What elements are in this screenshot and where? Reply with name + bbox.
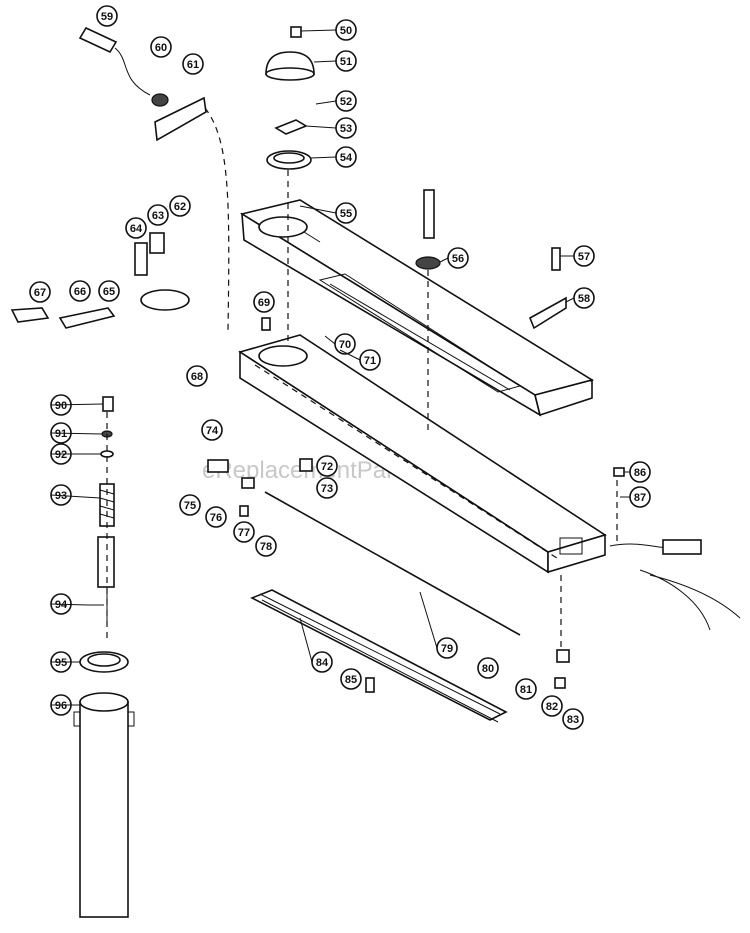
svg-text:92: 92	[55, 449, 67, 461]
callout-69: 69	[253, 291, 275, 313]
callout-63: 63	[147, 204, 169, 226]
callout-70: 70	[334, 333, 356, 355]
callout-58: 58	[573, 287, 595, 309]
callout-81: 81	[515, 678, 537, 700]
svg-text:52: 52	[340, 96, 352, 108]
svg-text:77: 77	[238, 527, 250, 539]
svg-text:64: 64	[130, 223, 143, 235]
callout-65: 65	[98, 280, 120, 302]
svg-text:84: 84	[316, 657, 329, 669]
callout-64: 64	[125, 217, 147, 239]
callout-71: 71	[359, 349, 381, 371]
cord-plug	[78, 26, 230, 331]
callout-68: 68	[186, 365, 208, 387]
svg-text:63: 63	[152, 210, 164, 222]
svg-text:71: 71	[364, 355, 376, 367]
callout-79: 79	[436, 637, 458, 659]
callout-60: 60	[150, 36, 172, 58]
small-parts	[207, 189, 625, 693]
callout-74: 74	[201, 419, 223, 441]
callout-78: 78	[255, 535, 277, 557]
svg-text:94: 94	[55, 599, 68, 611]
svg-text:78: 78	[260, 541, 272, 553]
callout-87: 87	[629, 486, 651, 508]
callout-61: 61	[182, 53, 204, 75]
svg-text:59: 59	[101, 11, 113, 23]
svg-text:96: 96	[55, 700, 67, 712]
callout-84: 84	[311, 651, 333, 673]
svg-text:82: 82	[546, 701, 558, 713]
svg-text:54: 54	[340, 152, 353, 164]
callout-85: 85	[340, 668, 362, 690]
svg-text:67: 67	[34, 287, 46, 299]
callout-53: 53	[335, 117, 357, 139]
callout-82: 82	[541, 695, 563, 717]
svg-text:69: 69	[258, 297, 270, 309]
svg-text:65: 65	[103, 286, 115, 298]
svg-text:86: 86	[634, 467, 646, 479]
svg-text:50: 50	[340, 25, 352, 37]
svg-text:87: 87	[634, 492, 646, 504]
svg-text:73: 73	[321, 483, 333, 495]
callout-77: 77	[233, 521, 255, 543]
svg-text:62: 62	[174, 201, 186, 213]
svg-text:57: 57	[578, 251, 590, 263]
spring-assembly	[88, 396, 115, 622]
svg-text:51: 51	[340, 56, 352, 68]
arm-tube	[238, 334, 607, 574]
knob-parts	[265, 26, 315, 170]
svg-text:58: 58	[578, 293, 590, 305]
svg-text:83: 83	[567, 714, 579, 726]
svg-text:90: 90	[55, 400, 67, 412]
svg-text:76: 76	[210, 512, 222, 524]
callout-50: 50	[335, 19, 357, 41]
svg-text:79: 79	[441, 643, 453, 655]
callout-55: 55	[335, 202, 357, 224]
callout-80: 80	[477, 657, 499, 679]
svg-text:72: 72	[321, 461, 333, 473]
arm-cover	[239, 199, 595, 417]
callout-67: 67	[29, 281, 51, 303]
rod	[264, 491, 521, 636]
svg-text:53: 53	[340, 123, 352, 135]
callout-72: 72	[316, 455, 338, 477]
svg-text:60: 60	[155, 42, 167, 54]
svg-text:81: 81	[520, 684, 532, 696]
leader-lines	[50, 29, 630, 706]
callout-83: 83	[562, 708, 584, 730]
callout-51: 51	[335, 50, 357, 72]
callout-66: 66	[69, 280, 91, 302]
power-cord	[609, 539, 741, 631]
callout-75: 75	[179, 494, 201, 516]
callout-56: 56	[447, 247, 469, 269]
callout-57: 57	[573, 245, 595, 267]
svg-text:85: 85	[345, 674, 357, 686]
callout-73: 73	[316, 477, 338, 499]
svg-text:70: 70	[339, 339, 351, 351]
column	[73, 651, 135, 918]
switch-parts	[10, 232, 190, 329]
callout-62: 62	[169, 195, 191, 217]
svg-text:74: 74	[206, 425, 219, 437]
callout-52: 52	[335, 90, 357, 112]
svg-text:95: 95	[55, 657, 67, 669]
svg-text:91: 91	[55, 428, 67, 440]
svg-text:55: 55	[340, 208, 352, 220]
callout-54: 54	[335, 146, 357, 168]
svg-text:80: 80	[482, 663, 494, 675]
svg-text:68: 68	[191, 371, 203, 383]
svg-text:61: 61	[187, 59, 199, 71]
svg-text:56: 56	[452, 253, 464, 265]
svg-text:66: 66	[74, 286, 86, 298]
callout-86: 86	[629, 461, 651, 483]
callout-59: 59	[96, 5, 118, 27]
base-plate	[250, 589, 508, 723]
callout-76: 76	[205, 506, 227, 528]
svg-text:75: 75	[184, 500, 196, 512]
